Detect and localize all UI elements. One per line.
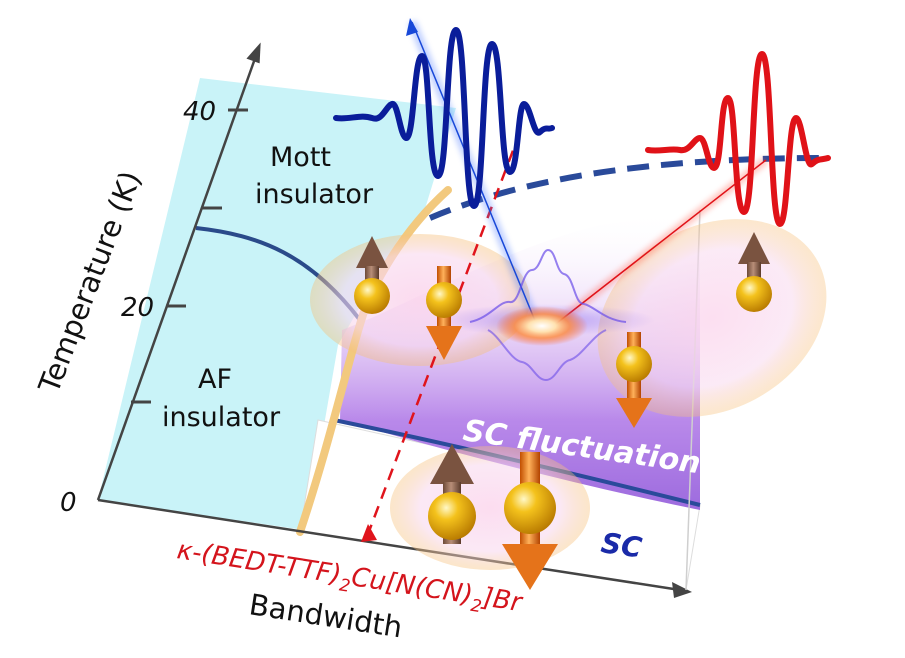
y-axis-title: Temperature (K) — [31, 166, 147, 398]
y-tick-label: 0 — [60, 488, 77, 518]
mott-label-line1: Mott — [270, 142, 331, 173]
mott-label-line2: insulator — [255, 179, 374, 210]
electron-sphere-icon — [504, 482, 556, 534]
electron-sphere-icon — [736, 276, 772, 312]
cooper-pair-halo — [310, 234, 530, 366]
pump-pulse-icon — [648, 54, 828, 224]
electron-sphere-icon — [428, 492, 476, 540]
compound-part: ]Br — [480, 582, 526, 618]
cooper-pair-halo — [390, 446, 590, 570]
electron-sphere-icon — [354, 278, 390, 314]
y-tick-label: 20 — [121, 293, 154, 323]
electron-sphere-icon — [616, 346, 652, 382]
y-tick-label: 40 — [183, 97, 216, 127]
compound-part: κ-(BEDT-TTF) — [175, 535, 343, 590]
excitation-flash-icon — [496, 306, 588, 346]
electron-sphere-icon — [426, 282, 462, 318]
af-label-line1: AF — [198, 364, 232, 395]
sc-label: SC — [599, 526, 644, 564]
compound-part: Cu[N(CN) — [349, 562, 474, 610]
af-label-line2: insulator — [162, 402, 281, 433]
